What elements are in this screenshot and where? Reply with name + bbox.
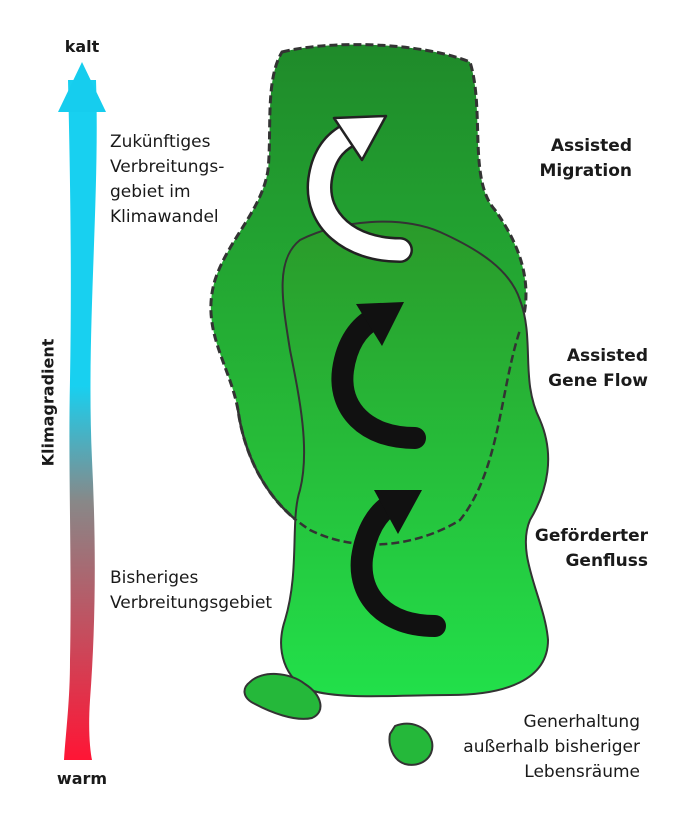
future-range-line-1: Zukünftiges (110, 132, 211, 152)
current-range-line-1: Bisheriges (110, 568, 199, 588)
ex-situ-label: Generhaltung außerhalb bisheriger Lebens… (430, 710, 640, 785)
assisted-migration-arrow (306, 114, 413, 263)
assisted-gene-flow-label: Assisted Gene Flow (500, 344, 648, 394)
climate-gradient-arrow (58, 62, 106, 760)
ex-situ-patch-2 (388, 722, 434, 766)
assisted-gene-flow-line-2: Gene Flow (548, 371, 648, 391)
promoted-gene-flow-arrow (350, 490, 446, 637)
promoted-gene-flow-line-1: Geförderter (534, 526, 648, 546)
ex-situ-line-3: Lebensräume (524, 762, 640, 782)
assisted-gene-flow-line-1: Assisted (566, 346, 648, 366)
future-range-label: Zukünftiges Verbreitungs- gebiet im Klim… (110, 130, 250, 230)
gradient-arrow-shaft (64, 80, 97, 760)
future-range-line-4: Klimawandel (110, 207, 219, 227)
future-range-line-3: gebiet im (110, 182, 191, 202)
assisted-migration-line-1: Assisted (550, 136, 632, 156)
future-range-line-2: Verbreitungs- (110, 157, 225, 177)
gradient-arrow-head (58, 62, 106, 112)
current-range-label: Bisheriges Verbreitungsgebiet (110, 566, 290, 616)
gradient-axis-label: Klimagradient (38, 338, 58, 467)
promoted-gene-flow-label: Geförderter Genfluss (500, 524, 648, 574)
gradient-bottom-label: warm (56, 769, 108, 788)
assisted-gene-flow-arrow (331, 302, 426, 449)
ex-situ-line-2: außerhalb bisheriger (463, 737, 640, 757)
future-range-lower-edge (236, 329, 522, 546)
promoted-gene-flow-line-2: Genfluss (565, 551, 648, 571)
assisted-migration-line-2: Migration (539, 161, 632, 181)
current-range-line-2: Verbreitungsgebiet (110, 593, 273, 613)
assisted-migration-label: Assisted Migration (500, 134, 632, 184)
ex-situ-patch-1 (243, 672, 322, 720)
gradient-top-label: kalt (64, 37, 100, 56)
ex-situ-line-1: Generhaltung (523, 712, 640, 732)
